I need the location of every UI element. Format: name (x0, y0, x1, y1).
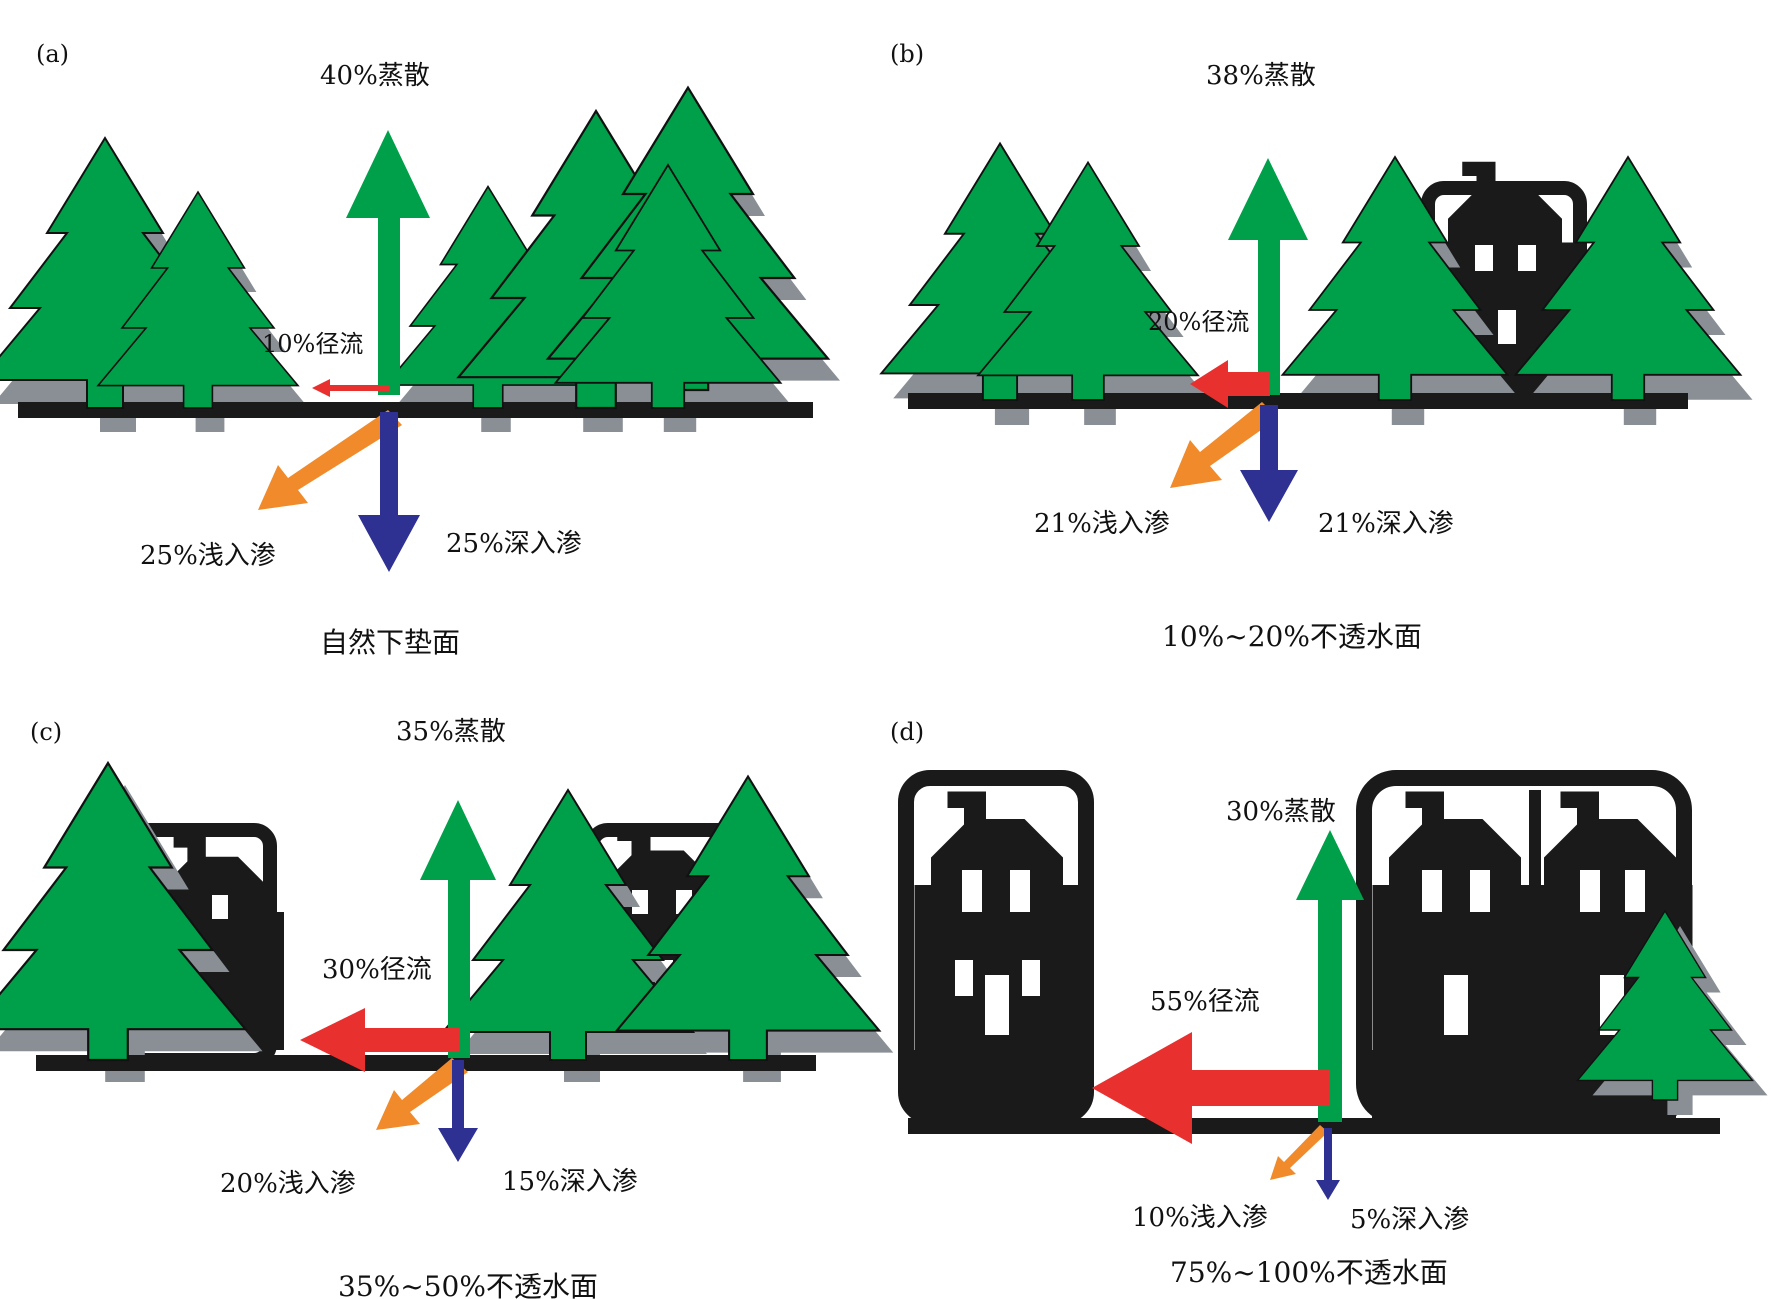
panel-a-deep-label: 25%深入渗 (446, 529, 582, 559)
panel-c-caption: 35%~50%不透水面 (338, 1270, 598, 1299)
panel-d-shallow-arrow (1270, 1125, 1328, 1180)
panel-b-deep-arrow (1240, 405, 1298, 522)
panel-d-deep-label: 5%深入渗 (1350, 1205, 1469, 1235)
panel-d-evaporation-label: 30%蒸散 (1226, 797, 1336, 827)
panel-c-evaporation-label: 35%蒸散 (396, 717, 506, 747)
panel-a-runoff-label: 10%径流 (262, 330, 363, 358)
panel-c-deep-label: 15%深入渗 (502, 1167, 638, 1197)
panel-d-deep-arrow (1316, 1128, 1340, 1200)
panel-b-caption: 10%~20%不透水面 (1162, 620, 1422, 653)
panel-d-tag: (d) (890, 718, 924, 746)
panel-a-evaporation-arrow (346, 130, 430, 395)
panel-b-runoff-label: 20%径流 (1148, 308, 1249, 336)
panel-b-trees (880, 142, 1742, 401)
panel-a-trees (0, 86, 830, 410)
panel-b-shallow-arrow (1170, 402, 1278, 488)
panel-a-shallow-label: 25%浅入渗 (140, 541, 276, 571)
panel-a-arrows (258, 130, 430, 572)
panel-d: (d) (890, 718, 1768, 1289)
panel-c-evaporation-arrow (420, 800, 496, 1058)
panel-c-arrows (300, 800, 496, 1162)
panel-c-tag: (c) (30, 718, 62, 746)
panel-d-ground (908, 1118, 1720, 1134)
panel-a: (a) 40%蒸散 10%径流 25%浅入渗 2 (0, 40, 840, 659)
panel-a-ground (18, 402, 813, 418)
panel-a-evaporation-label: 40%蒸散 (320, 61, 430, 91)
panel-c-trees (0, 761, 881, 1062)
panel-d-foundation-left (914, 1050, 1078, 1120)
panel-a-caption: 自然下垫面 (320, 626, 460, 659)
panel-c-shallow-label: 20%浅入渗 (220, 1169, 356, 1199)
panel-d-evaporation-arrow (1296, 830, 1364, 1122)
panel-d-shallow-label: 10%浅入渗 (1132, 1203, 1268, 1233)
panel-d-arrows (1092, 830, 1364, 1200)
panel-d-runoff-label: 55%径流 (1150, 987, 1260, 1017)
panel-a-shallow-arrow (258, 410, 402, 510)
panel-c: (c) 35%蒸散 30%径流 20%浅入渗 15%深入渗 (0, 717, 894, 1299)
panel-a-runoff-arrow (312, 379, 390, 397)
panel-b-arrows (1170, 158, 1308, 522)
panel-b-shallow-label: 21%浅入渗 (1034, 509, 1170, 539)
panel-b: (b) 38%蒸散 20%径流 21%浅入渗 (880, 40, 1753, 653)
panel-d-runoff-arrow (1092, 1032, 1330, 1144)
panel-c-ground (36, 1055, 816, 1071)
panel-d-house-left-windows (955, 870, 1040, 1035)
panel-b-evaporation-label: 38%蒸散 (1206, 61, 1316, 91)
panel-c-runoff-label: 30%径流 (322, 955, 432, 985)
panel-b-deep-label: 21%深入渗 (1318, 509, 1454, 539)
panel-b-runoff-arrow (1190, 360, 1270, 408)
panel-b-evaporation-arrow (1228, 158, 1308, 395)
panel-b-tag: (b) (890, 40, 924, 68)
panel-b-house-windows (1475, 245, 1536, 344)
panel-c-shallow-arrow (376, 1058, 468, 1130)
panel-b-ground (908, 393, 1688, 409)
panel-d-caption: 75%~100%不透水面 (1170, 1256, 1448, 1289)
panel-a-tag: (a) (36, 40, 69, 68)
panel-c-runoff-arrow (300, 1008, 460, 1072)
panel-c-deep-arrow (438, 1060, 478, 1162)
panel-a-deep-arrow (358, 412, 420, 572)
